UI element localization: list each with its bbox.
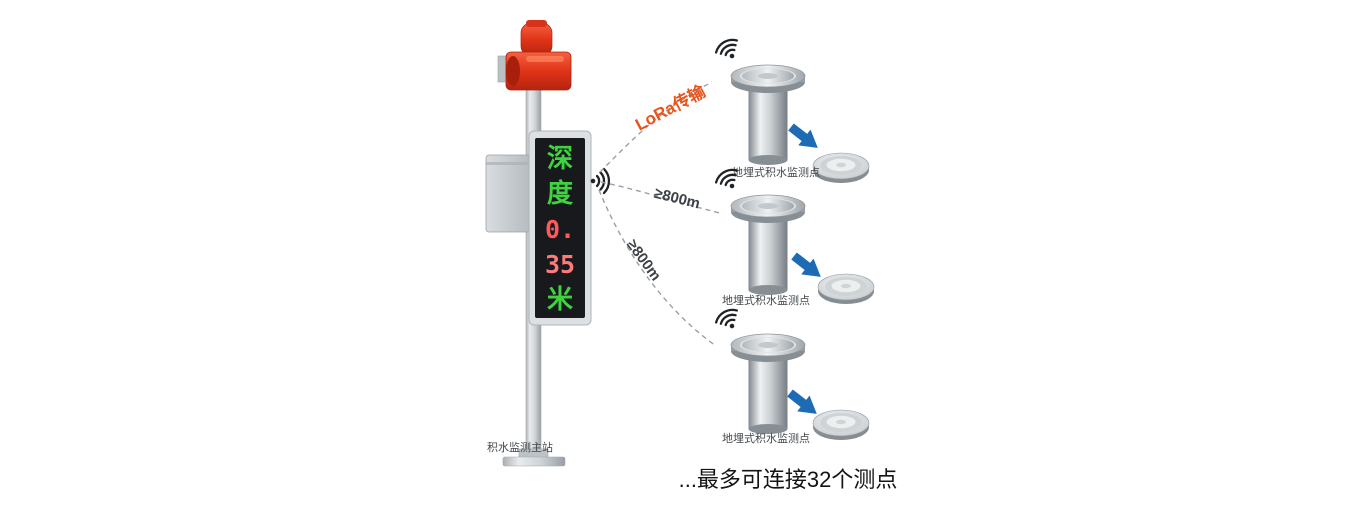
sensor-3-label: 地埋式积水监测点 <box>722 432 810 445</box>
lora-links <box>598 81 721 347</box>
link-line-bottom <box>598 189 717 347</box>
led-row-1: 深 <box>547 144 573 174</box>
control-box <box>485 154 533 233</box>
sensor-3-disc <box>812 409 870 441</box>
link-label-range-middle: ≥800m <box>652 185 701 213</box>
sensor-1-body <box>730 64 806 166</box>
alarm-unit <box>497 20 572 91</box>
sensor-1-label: 地埋式积水监测点 <box>732 166 820 179</box>
led-row-5: 米 <box>547 285 573 315</box>
sensor-1-wifi-icon <box>712 35 745 66</box>
sensor-2-label: 地埋式积水监测点 <box>722 294 810 307</box>
alarm-horn-opening <box>506 56 520 86</box>
led-row-3: 0. <box>545 215 575 244</box>
sensor-2-flow-arrow-icon <box>787 248 827 285</box>
led-display: 深 度 0. 35 米 <box>528 130 592 326</box>
main-station: 深 度 0. 35 米 积水监测主站 <box>485 20 611 467</box>
alarm-beacon-cap <box>526 20 547 27</box>
sensor-1-flow-arrow-icon <box>784 119 824 156</box>
sensor-node-1: 地埋式积水监测点 <box>712 35 870 184</box>
station-base-plate <box>502 456 566 467</box>
footer-caption: ...最多可连接32个测点 <box>679 467 898 492</box>
led-row-4: 35 <box>545 250 575 279</box>
sensor-3-wifi-icon <box>712 305 745 336</box>
control-box-lid-seam <box>486 162 532 165</box>
sensor-2-disc <box>817 273 875 305</box>
station-wifi-icon <box>589 167 611 195</box>
link-line-middle <box>600 181 721 214</box>
sensor-node-3: 地埋式积水监测点 <box>712 305 870 445</box>
station-label: 积水监测主站 <box>487 440 553 454</box>
sensor-1-disc <box>812 152 870 184</box>
link-label-lora: LoRa传输 <box>632 80 710 134</box>
alarm-beacon-dome <box>520 22 553 57</box>
led-display-screen <box>535 138 585 318</box>
link-label-range-bottom: ≥800m <box>623 237 664 285</box>
alarm-highlight <box>526 56 564 62</box>
led-row-2: 度 <box>547 178 573 209</box>
sensor-2-body <box>730 194 806 296</box>
sensor-node-2: 地埋式积水监测点 <box>712 165 875 307</box>
sensor-3-body <box>730 333 806 435</box>
